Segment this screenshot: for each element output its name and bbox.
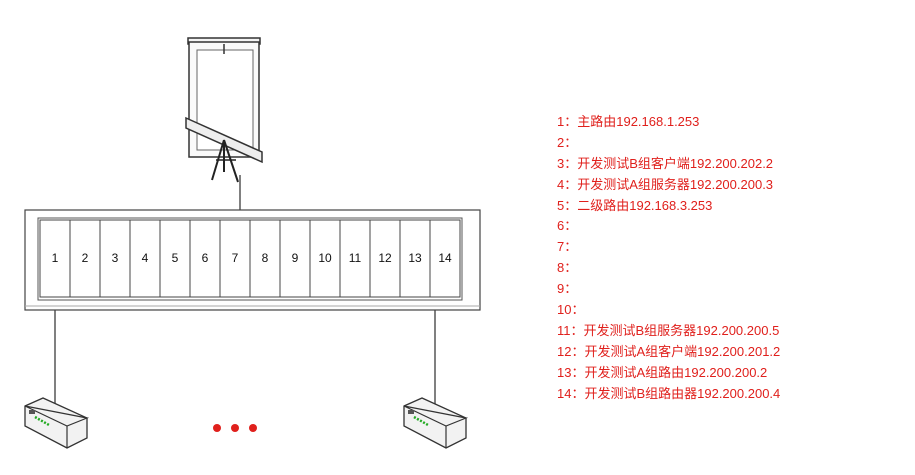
switch-port-8: 8 — [249, 219, 281, 298]
switch-port-label: 9 — [292, 251, 299, 265]
switch-port-6: 6 — [189, 219, 221, 298]
switch-port-11: 11 — [339, 219, 371, 298]
legend-item: 5：二级路由192.168.3.253 — [557, 197, 713, 213]
switch-port-label: 1 — [52, 251, 59, 265]
switch-port-label: 4 — [142, 251, 149, 265]
switch-port-label: 2 — [82, 251, 89, 265]
switch-port-12: 12 — [369, 219, 401, 298]
switch-port-13: 13 — [399, 219, 431, 298]
switch-port-10: 10 — [309, 219, 341, 298]
legend-item: 2： — [557, 134, 578, 150]
switch-port-label: 14 — [438, 251, 452, 265]
switch-port-label: 10 — [318, 251, 332, 265]
switch-port-label: 7 — [232, 251, 239, 265]
ellipsis-dots-icon — [213, 424, 257, 432]
router-left-icon — [24, 397, 90, 449]
port-legend: 1：主路由192.168.1.253 2： 3：开发测试B组客户端192.200.2… — [557, 112, 780, 404]
switch-port-label: 11 — [349, 251, 362, 265]
switch-port-14: 14 — [429, 219, 461, 298]
legend-item: 1：主路由192.168.1.253 — [557, 114, 700, 129]
switch-port-4: 4 — [129, 219, 161, 298]
switch-port-5: 5 — [159, 219, 191, 298]
router-right-icon — [403, 397, 469, 449]
legend-item: 9： — [557, 281, 578, 297]
legend-item: 7： — [557, 239, 578, 255]
switch-port-7: 7 — [219, 219, 251, 298]
switch-port-label: 5 — [172, 251, 179, 265]
switch-port-1: 1 — [39, 219, 71, 298]
switch-port-label: 6 — [202, 251, 209, 265]
switch-port-label: 12 — [378, 251, 392, 265]
legend-item: 10： — [557, 302, 585, 318]
legend-item: 12：开发测试A组客户端192.200.201.2 — [557, 343, 781, 359]
legend-item: 6： — [557, 218, 578, 234]
legend-item: 8： — [557, 260, 578, 276]
switch-port-2: 2 — [69, 219, 101, 298]
legend-item: 14：开发测试B组路由器192.200.200.4 — [557, 385, 781, 401]
switch-port-label: 13 — [408, 251, 422, 265]
legend-item: 11：开发测试B组服务器192.200.200.5 — [557, 322, 780, 338]
switch-port-label: 8 — [262, 251, 269, 265]
projector-screen-icon — [185, 37, 263, 183]
legend-item: 3：开发测试B组客户端192.200.202.2 — [557, 155, 774, 171]
switch-port-3: 3 — [99, 219, 131, 298]
legend-item: 4：开发测试A组服务器192.200.200.3 — [557, 176, 774, 192]
switch-port-label: 3 — [112, 251, 119, 265]
switch-port-9: 9 — [279, 219, 311, 298]
legend-item: 13：开发测试A组路由192.200.200.2 — [557, 364, 768, 380]
